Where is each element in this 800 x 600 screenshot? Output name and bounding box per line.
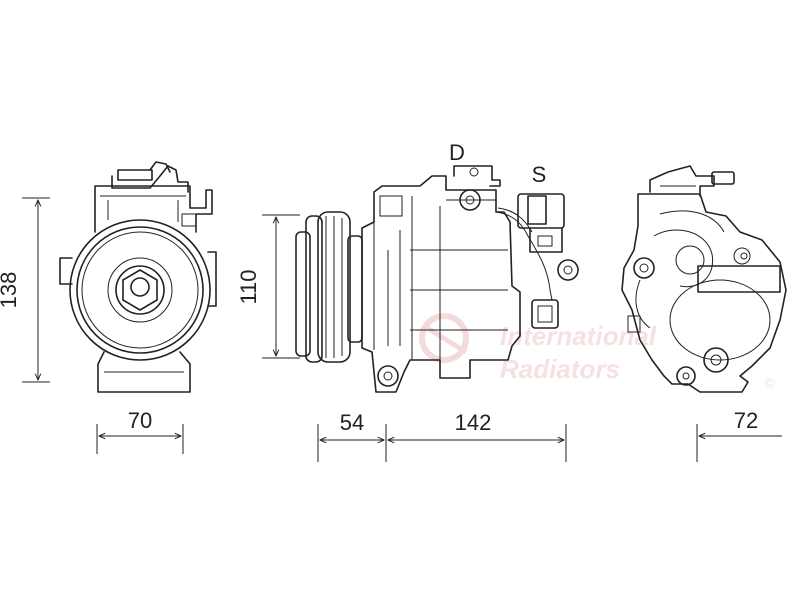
dim-label-54: 54 [340,410,364,435]
dim-label-70: 70 [128,408,152,433]
dim-label-110: 110 [236,269,261,304]
dimension-front-height: 138 [0,197,50,383]
dimension-side-height: 110 [236,214,300,359]
dimension-front-width: 70 [96,408,184,454]
dimension-rear-width: 72 [696,408,782,462]
dim-label-142: 142 [455,410,492,435]
rear-view [621,165,787,393]
dim-label-72: 72 [734,408,758,433]
dimension-pulley-length: 54 [317,410,387,462]
watermark-line2: Radiators [500,354,620,384]
watermark-line1: International [500,321,657,351]
side-view [295,165,579,393]
watermark: International Radiators © [419,313,775,391]
front-view [59,161,217,393]
dimension-body-length: 142 [388,410,567,462]
port-label-suction: S [532,162,547,187]
dim-label-138: 138 [0,272,21,309]
watermark-copyright: © [764,375,775,391]
watermark-logo-icon [419,313,469,363]
port-label-discharge: D [449,140,465,165]
